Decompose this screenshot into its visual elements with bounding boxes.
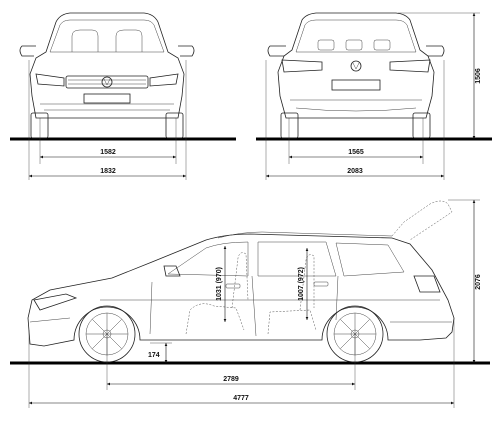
front-windshield xyxy=(49,19,165,53)
rear-license-plate xyxy=(331,79,381,91)
front-right-mirror xyxy=(178,45,195,57)
front-right-headlight xyxy=(149,73,179,87)
front-license-plate xyxy=(83,93,131,104)
rear-left-taillight xyxy=(281,59,323,73)
side-view: 1031 (970) 1007 (972) 174 2076 2789 4777 xyxy=(10,199,490,408)
front-door-handle xyxy=(225,283,241,289)
side-headlight xyxy=(33,293,78,311)
side-quarter-window xyxy=(335,242,405,277)
front-width-label: 1832 xyxy=(100,168,116,175)
rear-left-tire xyxy=(280,112,299,139)
length-label: 4777 xyxy=(233,395,249,402)
side-mirror xyxy=(163,265,181,277)
rear-door-handle xyxy=(313,281,329,287)
front-left-tire xyxy=(30,112,49,139)
side-taillight xyxy=(413,275,441,293)
side-front-window xyxy=(167,241,249,277)
height-label: 1506 xyxy=(475,68,482,84)
front-headroom-label: 1031 (970) xyxy=(216,267,223,301)
wheelbase-label: 2789 xyxy=(223,376,239,383)
front-grille xyxy=(65,75,149,89)
side-body-outline xyxy=(27,233,455,347)
rear-right-tire xyxy=(412,112,431,139)
open-tailgate xyxy=(391,200,453,241)
rear-right-taillight xyxy=(389,59,431,73)
rear-left-mirror xyxy=(267,45,286,57)
rear-right-mirror xyxy=(426,45,445,57)
front-dimensions: 1582 1832 xyxy=(28,60,187,180)
tailgate-height-label: 2076 xyxy=(475,274,482,290)
front-right-tire xyxy=(165,112,184,139)
rear-vw-logo-icon xyxy=(350,60,362,72)
rear-headroom-label: 1007 (972) xyxy=(298,267,305,301)
ground-clearance-label: 174 xyxy=(148,352,160,359)
front-left-headlight xyxy=(35,73,65,87)
side-dimensions: 1031 (970) 1007 (972) 174 2076 2789 4777 xyxy=(28,199,482,408)
side-rear-window xyxy=(257,241,337,277)
rear-view: 1506 1565 2083 xyxy=(256,12,492,180)
rear-body-outline xyxy=(277,12,435,119)
rear-track-label: 1565 xyxy=(348,149,364,156)
rear-width-label: 2083 xyxy=(347,168,363,175)
front-view: 1582 1832 xyxy=(10,12,236,180)
front-left-seat xyxy=(71,29,99,52)
front-track-label: 1582 xyxy=(100,149,116,156)
front-left-mirror xyxy=(19,45,36,57)
front-body-outline xyxy=(29,12,185,119)
vw-logo-icon xyxy=(101,76,113,88)
front-right-seat xyxy=(115,29,143,52)
rear-dimensions: 1506 1565 2083 xyxy=(265,12,482,180)
rear-window xyxy=(295,19,417,53)
